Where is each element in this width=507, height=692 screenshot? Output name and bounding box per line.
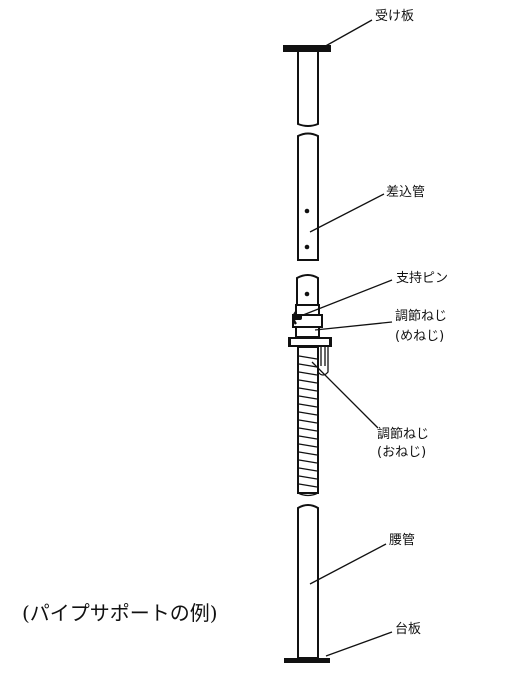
insert-pipe-lower-section [296,274,319,306]
label-insert-pipe: 差込管 [386,185,425,200]
leader-head-plate [321,19,373,49]
leader-adjust-screw-male [311,361,379,429]
base-plate [284,658,330,663]
pin-hole [304,208,310,214]
label-waist-pipe: 腰管 [389,533,415,548]
leader-insert-pipe [309,193,385,233]
diagram-caption: (パイプサポートの例) [22,601,218,625]
adjust-screw-male [297,346,319,497]
label-adjust-screw-male-line1: 調節ねじ [377,427,429,442]
leader-adjust-nut-female [314,321,393,331]
label-adjust-nut-female-line2: (めねじ) [395,329,444,344]
support-pin [292,314,302,320]
waist-pipe [297,504,319,659]
leader-support-pin [297,279,393,318]
leader-lines [297,19,393,657]
pin-hole [304,244,310,250]
leader-waist-pipe [309,543,387,585]
label-adjust-nut-female-line1: 調節ねじ [395,309,447,324]
insert-pipe-top-section [297,50,319,127]
label-head-plate: 受け板 [375,9,414,24]
label-support-pin: 支持ピン [396,271,448,286]
label-adjust-screw-male-line2: (おねじ) [377,445,426,460]
insert-pipe-middle-section [297,132,319,261]
label-base-plate: 台板 [395,622,421,637]
leader-base-plate [325,631,393,657]
adjust-nut-female [288,304,332,376]
